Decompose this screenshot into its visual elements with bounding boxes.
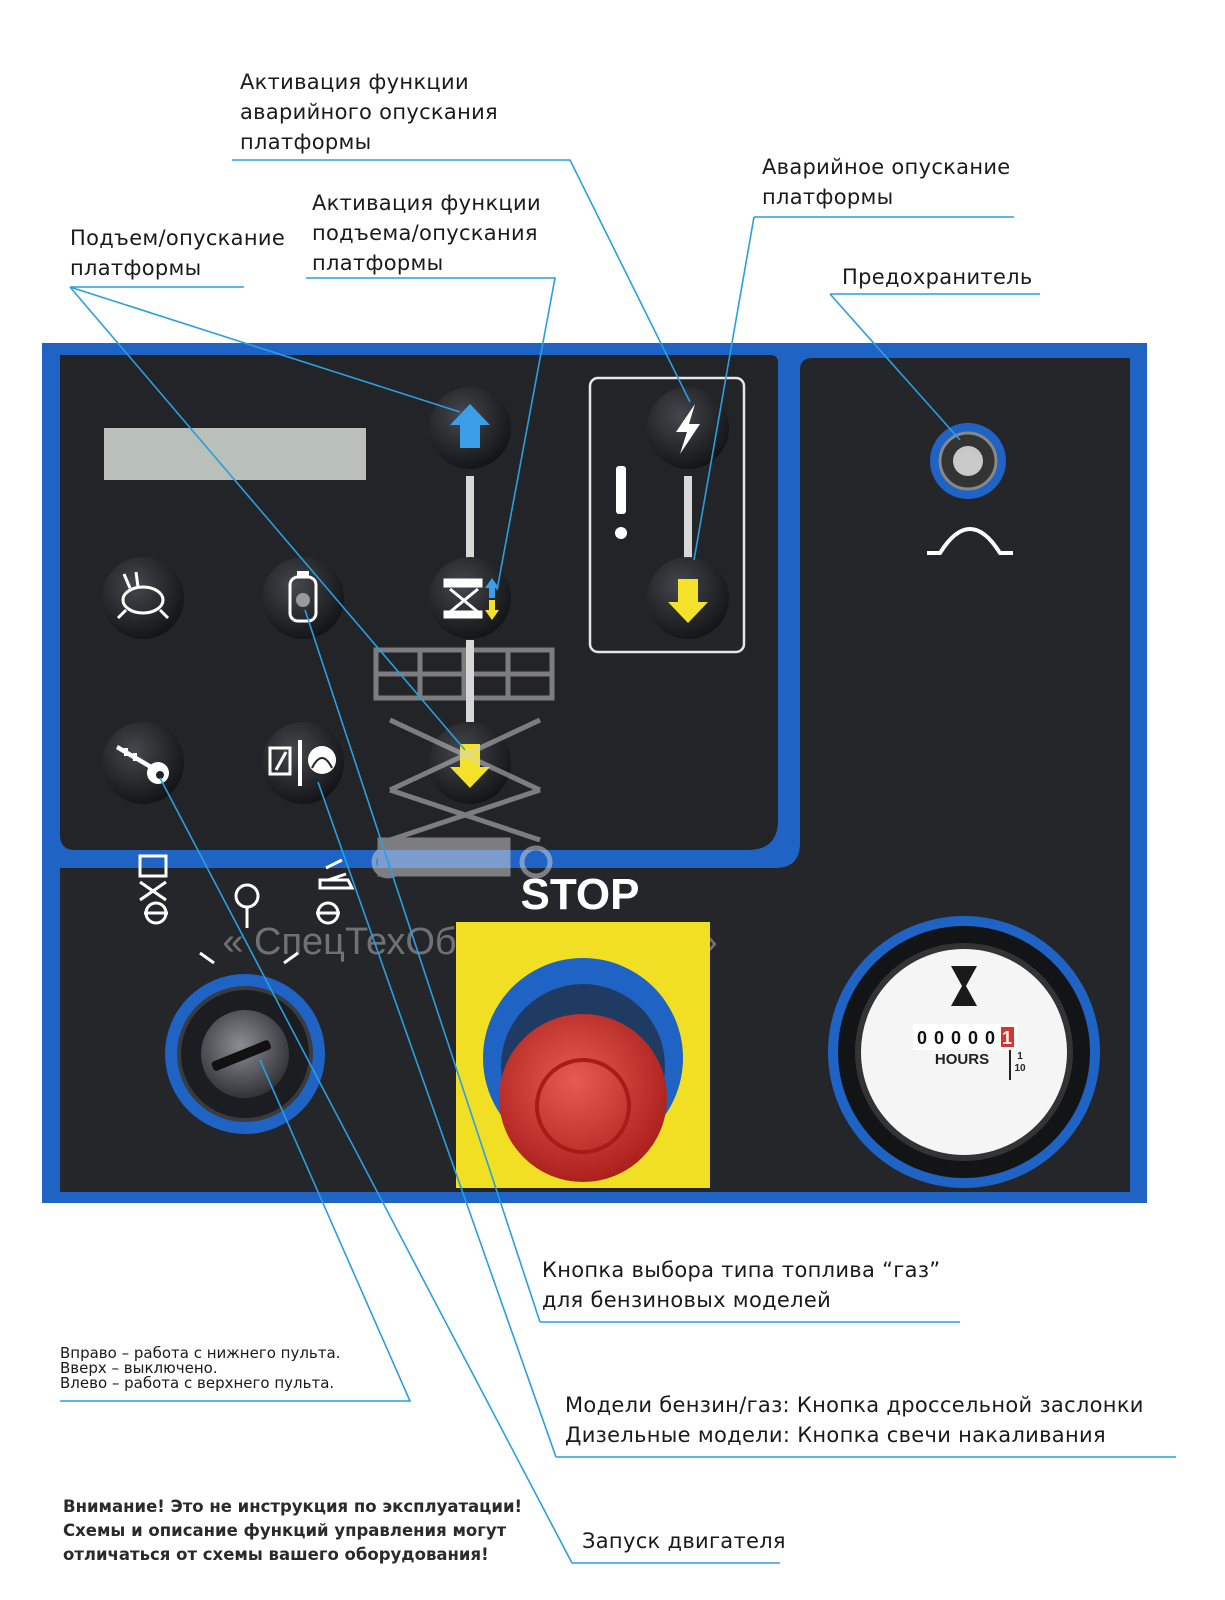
hour-digit: 1 bbox=[1002, 1028, 1012, 1048]
emergency-activation-button[interactable] bbox=[647, 387, 729, 469]
hour-digit: 0 bbox=[951, 1028, 961, 1048]
fuse-holder[interactable] bbox=[930, 423, 1006, 499]
lcd-display bbox=[104, 428, 366, 480]
engine-start-button[interactable] bbox=[102, 722, 184, 804]
choke-glow-icon bbox=[268, 740, 336, 786]
key-icon bbox=[116, 745, 169, 784]
emergency-down-button[interactable] bbox=[647, 557, 729, 639]
label-emergency-activation: Активация функции аварийного опускания п… bbox=[240, 70, 498, 154]
emergency-track bbox=[684, 476, 692, 558]
stop-label: STOP bbox=[520, 870, 639, 919]
hour-digit: 0 bbox=[968, 1028, 978, 1048]
svg-text:10: 10 bbox=[1014, 1063, 1026, 1074]
label-fuse: Предохранитель bbox=[842, 265, 1033, 289]
lightning-icon bbox=[676, 404, 700, 454]
gas-fuel-button[interactable] bbox=[262, 557, 344, 639]
label-choke-glow: Модели бензин/газ: Кнопка дроссельной за… bbox=[565, 1393, 1144, 1447]
choke-glow-button[interactable] bbox=[262, 722, 344, 804]
svg-text:1: 1 bbox=[1017, 1051, 1023, 1062]
warning-text: Внимание! Это не инструкция по эксплуата… bbox=[63, 1497, 523, 1564]
hourglass-icon bbox=[951, 966, 977, 1006]
callout-lines bbox=[60, 159, 1176, 1564]
label-engine-start: Запуск двигателя bbox=[582, 1529, 786, 1553]
scissor-lift-watermark bbox=[371, 647, 555, 879]
lift-track bbox=[466, 476, 474, 558]
emergency-frame bbox=[588, 376, 746, 654]
lift-up-button[interactable] bbox=[429, 387, 511, 469]
emergency-stop-button[interactable] bbox=[499, 984, 667, 1182]
key-switch[interactable] bbox=[165, 974, 325, 1134]
lift-track bbox=[466, 640, 474, 722]
arrow-up-icon bbox=[450, 404, 490, 448]
gas-cylinder-icon bbox=[288, 571, 318, 623]
hour-digit: 0 bbox=[985, 1028, 995, 1048]
scissor-lift-icon bbox=[443, 578, 483, 619]
svg-text:HOURS: HOURS bbox=[935, 1051, 989, 1068]
rabbit-turtle-icon bbox=[116, 571, 170, 620]
speed-select-button[interactable] bbox=[102, 557, 184, 639]
lift-down-button[interactable] bbox=[429, 722, 511, 804]
label-lift-lower: Подъем/опускание платформы bbox=[70, 226, 286, 280]
lift-activation-button[interactable] bbox=[429, 557, 511, 639]
key-switch-symbols bbox=[138, 854, 355, 965]
label-lift-activation: Активация функции подъема/опускания плат… bbox=[312, 191, 541, 275]
label-emergency-lowering: Аварийное опускание платформы bbox=[762, 155, 1011, 209]
hour-digit: 0 bbox=[934, 1028, 944, 1048]
label-gas-button: Кнопка выбора типа топлива “газ” для бен… bbox=[542, 1258, 941, 1312]
arrow-down-icon bbox=[668, 579, 708, 623]
fuse-symbol bbox=[927, 527, 1013, 555]
hour-digit: 0 bbox=[917, 1028, 927, 1048]
exclamation-icon bbox=[615, 466, 627, 539]
hour-digit-bg bbox=[1001, 1027, 1014, 1047]
key-switch-note: Вправо – работа с нижнего пульта. Вверх … bbox=[60, 1344, 341, 1392]
key-slot bbox=[211, 1040, 272, 1071]
